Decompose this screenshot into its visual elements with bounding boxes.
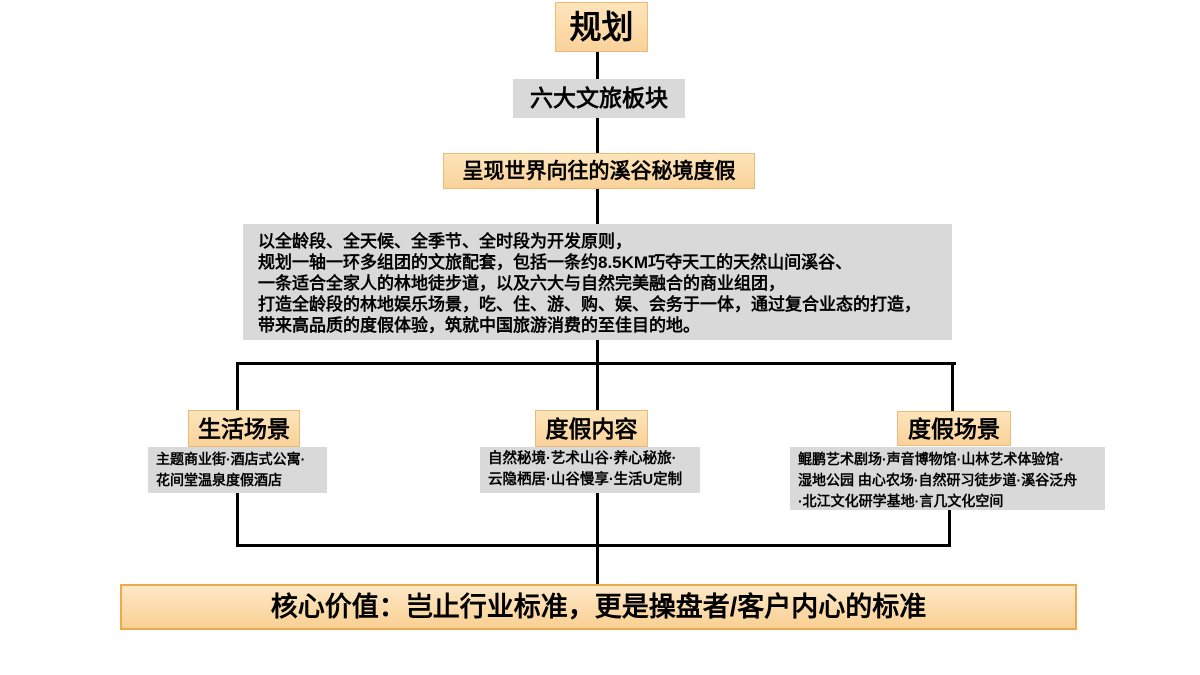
description-line: 规划一轴一环多组团的文旅配套，包括一条约8.5KM巧夺天工的天然山间溪谷、 xyxy=(258,253,853,272)
branch-detail-line: ·北江文化研学基地·言几文化空间 xyxy=(798,493,1004,509)
connector-description-split xyxy=(596,340,599,364)
connector-branch-center-drop xyxy=(596,362,599,410)
connector-merge-left-drop xyxy=(236,493,239,546)
branch-title-life-scenes: 生活场景 xyxy=(188,410,300,447)
node-six-sections: 六大文旅板块 xyxy=(513,79,685,118)
branch-detail-life-scenes: 主题商业街·酒店式公寓· 花间堂温泉度假酒店 xyxy=(148,447,327,493)
connector-merge-right-drop xyxy=(948,510,951,546)
branch-title-resort-content: 度假内容 xyxy=(535,410,648,447)
connector-merge-bottom-horizontal xyxy=(236,544,951,547)
connector-merge-center-drop xyxy=(596,493,599,546)
branch-detail-resort-scenes: 鲲鹏艺术剧场·声音博物馆·山林艺术体验馆· 湿地公园 由心农场·自然研习徒步道·… xyxy=(790,447,1105,510)
branch-title-resort-scenes: 度假场景 xyxy=(897,411,1011,446)
branch-detail-line: 鲲鹏艺术剧场·声音博物馆·山林艺术体验馆· xyxy=(798,451,1064,467)
connector-level2-level3 xyxy=(596,118,599,153)
description-line: 带来高品质的度假体验，筑就中国旅游消费的至佳目的地。 xyxy=(258,316,700,335)
branch-detail-line: 花间堂温泉度假酒店 xyxy=(156,472,282,488)
core-value-banner: 核心价值：岂止行业标准，更是操盘者/客户内心的标准 xyxy=(120,584,1077,630)
branch-detail-line: 自然秘境·艺术山谷·养心秘旅· xyxy=(488,451,677,467)
branch-detail-line: 湿地公园 由心农场·自然研习徒步道·溪谷泛舟 xyxy=(798,472,1078,488)
branch-detail-line: 云隐栖居·山谷慢享·生活U定制 xyxy=(488,472,683,488)
description-line: 打造全龄段的林地娱乐场景，吃、住、游、购、娱、会务于一体，通过复合业态的打造， xyxy=(258,295,921,314)
description-line: 一条适合全家人的林地徒步道，以及六大与自然完美融合的商业组团， xyxy=(258,274,785,293)
connector-branch-right-drop xyxy=(951,362,954,412)
connector-root-level2 xyxy=(596,52,599,80)
node-valley-resort-vision: 呈现世界向往的溪谷秘境度假 xyxy=(443,153,755,189)
connector-level3-description xyxy=(596,189,599,224)
description-panel: 以全龄段、全天候、全季节、全时段为开发原则， 规划一轴一环多组团的文旅配套，包括… xyxy=(243,224,952,340)
description-line: 以全龄段、全天候、全季节、全时段为开发原则， xyxy=(258,232,632,251)
branch-detail-resort-content: 自然秘境·艺术山谷·养心秘旅· 云隐栖居·山谷慢享·生活U定制 xyxy=(480,447,700,493)
node-planning-title: 规划 xyxy=(555,2,648,52)
connector-merge-footer xyxy=(596,547,599,585)
connector-branch-left-drop xyxy=(236,362,239,410)
branch-detail-line: 主题商业街·酒店式公寓· xyxy=(156,451,306,467)
